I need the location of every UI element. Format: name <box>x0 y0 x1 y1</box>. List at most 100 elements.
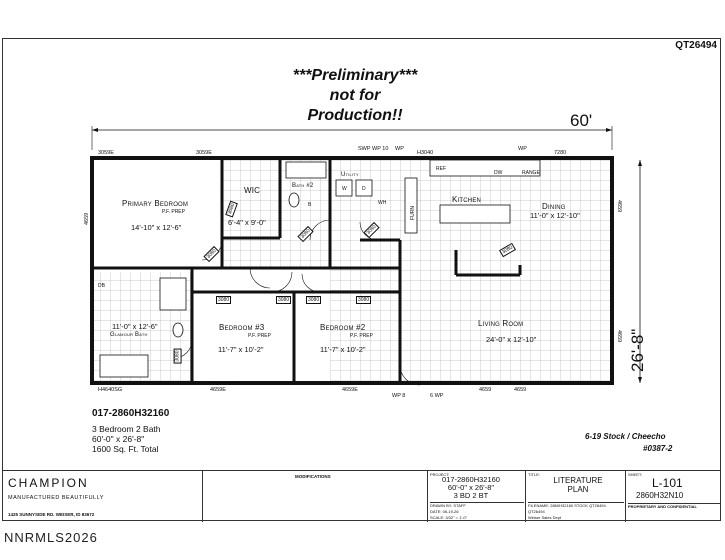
window-marks <box>91 157 613 384</box>
overall-length: 60' <box>570 111 593 130</box>
watermark: NNRMLS2026 <box>4 530 98 545</box>
door-tag: 3080 <box>276 296 292 304</box>
tub-shape <box>99 354 149 378</box>
title-line-2: PLAN <box>567 485 589 494</box>
project-date: DATE: 06-19-26 <box>430 509 459 514</box>
preliminary-line-3: Production!! <box>307 107 403 124</box>
room-name-living-room: Living Room <box>478 319 524 328</box>
door-tag: 3080 <box>306 296 322 304</box>
window-callout: 4659 <box>479 387 492 393</box>
sheet-number: L-101 <box>652 476 683 490</box>
window-callout: 7280 <box>554 150 567 156</box>
room-name-bedroom-2: Bedroom #2 <box>320 323 366 332</box>
door-tag: 3080 <box>356 296 372 304</box>
brand-logo: CHAMPION <box>8 476 89 490</box>
door-tag: 3080 <box>216 296 232 304</box>
title-block-modifications: MODIFICATIONS <box>202 471 427 522</box>
stock-note: 6-19 Stock / Cheecho #0387-2 <box>585 431 672 455</box>
glamour-bath-toilet <box>172 322 184 338</box>
room-name-kitchen: Kitchen <box>452 195 482 204</box>
room-dims-primary-bedroom: 14'-10" x 12'-6" <box>131 223 182 232</box>
sheet-sub: 2860H32N10 <box>636 491 684 500</box>
room-note-bedroom-2: P.F. PREP <box>350 333 373 339</box>
window-callout: H4640SG <box>98 387 123 393</box>
title-block-sheet: SHEET: L-101 2860H32N10 PROPRIETARY AND … <box>625 471 721 522</box>
window-callout: 4659E <box>342 387 358 393</box>
room-name-bedroom-3: Bedroom #3 <box>219 323 265 332</box>
modifications-label: MODIFICATIONS <box>295 474 331 479</box>
file-name: FILENAME: 2860H32160 STOCK QT26494 <box>528 503 606 508</box>
room-name-utility: Utility <box>341 172 359 178</box>
title-block-title: TITLE: LITERATURE PLAN FILENAME: 2860H32… <box>525 471 625 522</box>
room-name-glamour-bath: Glamour Bath <box>110 332 148 338</box>
fixture-label: B <box>308 202 312 208</box>
model-number: 017-2860H32160 <box>92 408 170 419</box>
model-specs: 3 Bedroom 2 Bath 60'-0" x 26'-8" 1600 Sq… <box>92 424 161 454</box>
washer <box>335 179 353 197</box>
room-note-primary-bedroom: P.F. PREP <box>162 209 185 215</box>
bath2-tub <box>285 161 327 179</box>
window-callout: 3059E <box>196 150 212 156</box>
window-callout: 6 WP <box>430 393 444 399</box>
door-tag: 3080 <box>173 348 182 364</box>
title-line-1: LITERATURE <box>553 476 603 485</box>
room-note-bedroom-3: P.F. PREP <box>248 333 271 339</box>
spec-bed-bath: 3 Bedroom 2 Bath <box>92 424 161 434</box>
project-meta: DRAWN BY: STAFF DATE: 06-19-26 SCALE: 3/… <box>430 502 524 521</box>
room-dims-bedroom-3: 11'-7" x 10'-2" <box>218 345 264 354</box>
preliminary-note: ***Preliminary*** not for Production!! <box>235 66 475 126</box>
stock-line-1: 6-19 Stock / Cheecho <box>585 432 666 441</box>
brand-address: 1425 SUNNYSIDE RD. WEISER, ID 83672 <box>8 512 95 517</box>
sheet-label: SHEET: <box>628 472 643 477</box>
room-name-bath-2: Bath #2 <box>292 183 314 189</box>
room-dims-bedroom-2: 11'-7" x 10'-2" <box>320 345 366 354</box>
door-swings <box>173 219 421 386</box>
spec-dimensions: 60'-0" x 26'-8" <box>92 434 145 444</box>
room-dims-living-room: 24'-0" x 12'-10" <box>486 335 537 344</box>
title-block: MODIFICATIONS PROJECT: 017-2860H32160 60… <box>2 470 721 522</box>
fixture-label: D <box>362 186 366 192</box>
window-callout: WP <box>518 146 527 152</box>
room-name-primary-bedroom: Primary Bedroom <box>122 199 189 208</box>
overall-width: 26'-8" <box>628 328 647 372</box>
window-callout: 4659 <box>616 200 622 213</box>
interior-walls <box>92 158 522 383</box>
dryer <box>355 179 373 197</box>
project-drawn-by: DRAWN BY: STAFF <box>430 503 466 508</box>
proprietary-note: PROPRIETARY AND CONFIDENTIAL <box>628 503 720 509</box>
fixture-label: FURN <box>409 206 416 220</box>
window-callout: WP 8 <box>392 393 406 399</box>
window-callout: H3040 <box>417 150 434 156</box>
fixture-label: DB <box>98 283 105 289</box>
window-callout: 4659 <box>514 387 527 393</box>
window-callout: 3059E <box>98 150 114 156</box>
window-callout: 4659 <box>616 330 622 343</box>
fixture-label: RANGE <box>522 170 540 176</box>
brand-tagline: MANUFACTURED BEAUTIFULLY <box>8 495 104 501</box>
stock-line-2: #0387-2 <box>643 444 673 453</box>
title-text: LITERATURE PLAN <box>548 476 608 494</box>
fixture-label: DW <box>494 170 503 176</box>
window-callout: WP 10 <box>372 146 389 152</box>
window-callout: 4659E <box>210 387 226 393</box>
room-dims-glamour-bath: 11'-0" x 12'-6" <box>112 322 158 331</box>
title-label: TITLE: <box>528 472 541 477</box>
window-callout: 4659 <box>84 212 90 225</box>
project-bed-bath: 3 BD 2 BT <box>453 491 489 500</box>
room-dims-wic: 6'-4" x 9'-0" <box>228 218 266 227</box>
window-callout: SWP <box>358 146 371 152</box>
spec-square-feet: 1600 Sq. Ft. Total <box>92 444 159 454</box>
shower-shape <box>159 277 187 311</box>
project-info: 017-2860H32160 60'-0" x 26'-8" 3 BD 2 BT <box>442 476 500 500</box>
fixture-label: WH <box>378 200 387 206</box>
fixture-label: W <box>342 186 347 192</box>
room-name-wic: WIC <box>244 186 261 195</box>
kitchen-counters <box>404 159 541 234</box>
file-meta: FILENAME: 2860H32160 STOCK QT26494 QT264… <box>528 502 624 521</box>
title-block-project: PROJECT: 017-2860H32160 60'-0" x 26'-8" … <box>427 471 525 522</box>
bath2-toilet <box>288 192 300 208</box>
project-dimensions: 60'-0" x 26'-8" <box>447 483 495 492</box>
sheet-id: QT26494 <box>675 40 717 51</box>
file-id: QT26494 <box>528 509 545 514</box>
